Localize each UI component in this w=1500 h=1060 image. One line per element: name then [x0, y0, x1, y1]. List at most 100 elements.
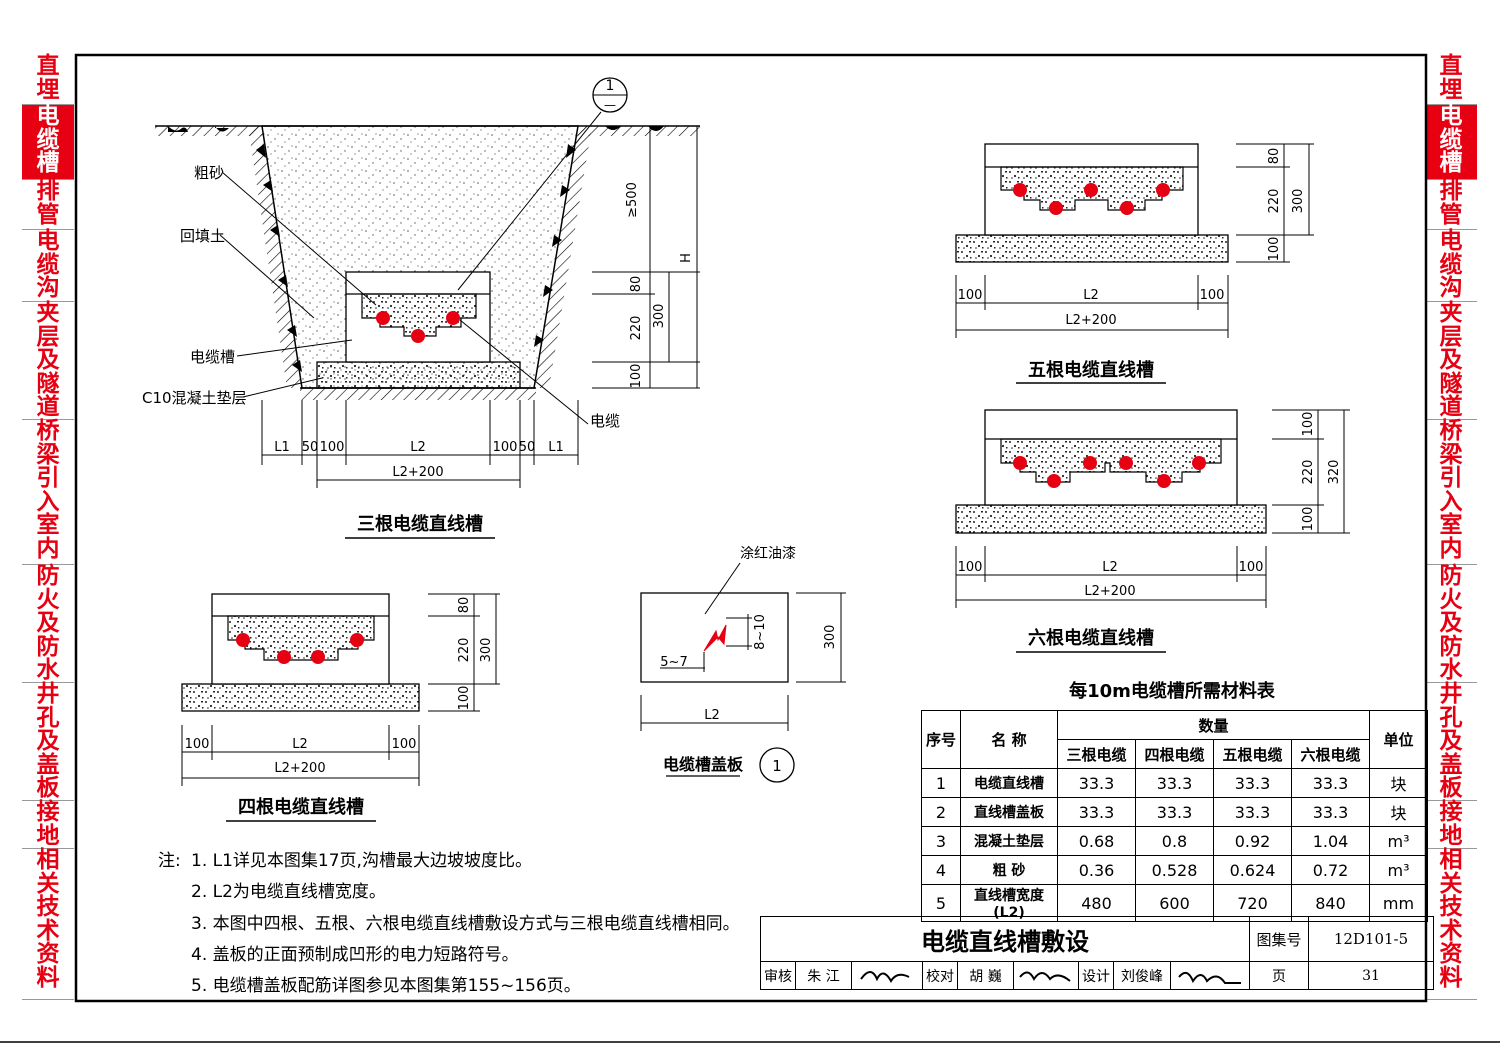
index-tab[interactable]: 排管: [22, 179, 74, 230]
dim6-100-top: 100: [1301, 412, 1316, 437]
dim-H: H: [679, 253, 694, 263]
index-tab[interactable]: 直埋: [1425, 54, 1477, 105]
label-red-paint: 涂红油漆: [740, 546, 796, 562]
dim-300: 300: [652, 304, 667, 329]
design-label: 设计: [1078, 961, 1114, 990]
dim6-100: 100: [1301, 507, 1316, 532]
title-five-cables: 五根电缆直线槽: [1028, 359, 1154, 381]
table-cell-v3: 33.3: [1057, 768, 1136, 798]
index-tab[interactable]: 井孔及盖板: [1425, 682, 1477, 801]
table-cell-name: 混凝土垫层: [960, 826, 1058, 856]
dim-50-left: 50: [302, 440, 319, 455]
cover-plate-drawing: 涂红油漆 8~10 5~7 300 L2 电缆槽盖板 1: [640, 546, 846, 783]
table-cell-unit: 块: [1369, 768, 1428, 798]
table-cell-v5: 33.3: [1213, 797, 1292, 827]
dim6-220: 220: [1301, 460, 1316, 485]
table-cell-v6: 33.3: [1291, 797, 1370, 827]
index-tab[interactable]: 接地: [22, 800, 74, 849]
title-three-cables: 三根电缆直线槽: [357, 513, 483, 535]
review-label: 审核: [760, 961, 796, 990]
dim5-left100: 100: [958, 288, 983, 303]
dim-100-right: 100: [493, 440, 518, 455]
checker-signature: [1013, 961, 1079, 990]
index-tab[interactable]: 防火及防水: [1425, 564, 1477, 683]
table-cell-name: 直线槽盖板: [960, 797, 1058, 827]
dim6-320: 320: [1327, 460, 1342, 485]
table-cell-v3: 0.36: [1057, 855, 1136, 885]
dim4-total: L2+200: [274, 761, 325, 776]
note-item: 3. 本图中四根、五根、六根电缆直线槽敷设方式与三根电缆直线槽相同。: [158, 909, 740, 940]
dim-5-7: 5~7: [660, 655, 687, 670]
label-trough: 电缆槽: [190, 348, 235, 366]
section-six-cables: 100 220 320 100 100 L2 100 L2+200 六根电缆直线…: [955, 409, 1350, 653]
check-label: 校对: [922, 961, 958, 990]
dim4-L2: L2: [292, 737, 308, 752]
index-tab[interactable]: 桥梁引入室内: [22, 419, 74, 565]
index-tab[interactable]: 接地: [1425, 800, 1477, 849]
index-tab[interactable]: 电缆沟: [22, 229, 74, 302]
index-tab[interactable]: 直埋: [22, 54, 74, 105]
dim-500: ≥500: [625, 182, 640, 218]
page-label: 页: [1249, 961, 1309, 990]
table-cell-v4: 600: [1135, 884, 1214, 922]
table-cell-seq: 2: [921, 797, 961, 827]
table-cell-v4: 0.8: [1135, 826, 1214, 856]
dim-50-right: 50: [519, 440, 536, 455]
dim6-right100: 100: [1239, 560, 1264, 575]
dim-80: 80: [629, 276, 644, 293]
table-cell-seq: 3: [921, 826, 961, 856]
table-cell-v6: 33.3: [1291, 768, 1370, 798]
index-tab[interactable]: 电缆沟: [1425, 229, 1477, 302]
table-cell-v3: 33.3: [1057, 797, 1136, 827]
th-qty: 数量: [1057, 710, 1370, 740]
label-coarse-sand: 粗砂: [194, 164, 224, 182]
index-tab[interactable]: 相关技术资料: [1425, 848, 1477, 1000]
index-tab[interactable]: 相关技术资料: [22, 848, 74, 1000]
index-tab[interactable]: 桥梁引入室内: [1425, 419, 1477, 565]
index-tab[interactable]: 电缆槽: [1425, 104, 1477, 180]
section-five-cables: 80 220 300 100 100 L2 100 L2+200 五根电缆直线槽: [955, 143, 1314, 384]
title-cover-plate: 电缆槽盖板: [663, 755, 744, 774]
trench-section-three-cables: 1 — 粗砂 回填土 电缆槽 C10混凝土垫层 电缆 ≥500 H 80 220…: [142, 77, 700, 539]
dim-total: L2+200: [392, 465, 443, 480]
dim5-220: 220: [1267, 189, 1282, 214]
index-tab[interactable]: 防火及防水: [22, 564, 74, 683]
table-cell-seq: 1: [921, 768, 961, 798]
th-four: 四根电缆: [1135, 739, 1214, 769]
table-cell-unit: m³: [1369, 826, 1428, 856]
dim6-left100: 100: [958, 560, 983, 575]
notes: 注:1. L1详见本图集17页,沟槽最大边坡坡度比。2. L2为电缆直线槽宽度。…: [158, 846, 740, 1002]
notes-prefix: 注:: [158, 851, 181, 871]
table-cell-seq: 5: [921, 884, 961, 922]
index-tab[interactable]: 夹层及隧道: [22, 301, 74, 420]
dim-L2: L2: [410, 440, 426, 455]
callout-sheet: —: [604, 98, 616, 112]
dim-cover-300: 300: [823, 625, 838, 650]
note-item: 5. 电缆槽盖板配筋详图参见本图集第155~156页。: [158, 971, 740, 1002]
table-cell-v4: 0.528: [1135, 855, 1214, 885]
note-text: 4. 盖板的正面预制成凹形的电力短路符号。: [191, 944, 519, 965]
index-tab[interactable]: 电缆槽: [22, 104, 74, 180]
left-index-tabs: 直埋电缆槽排管电缆沟夹层及隧道桥梁引入室内防火及防水井孔及盖板接地相关技术资料: [22, 54, 74, 1000]
sheet-border: [74, 53, 1428, 1003]
dim-L1-left: L1: [274, 440, 290, 455]
index-tab[interactable]: 夹层及隧道: [1425, 301, 1477, 420]
dim6-total: L2+200: [1084, 584, 1135, 599]
index-tab[interactable]: 井孔及盖板: [22, 682, 74, 801]
note-item: 2. L2为电缆直线槽宽度。: [158, 877, 740, 908]
table-cell-name: 粗 砂: [960, 855, 1058, 885]
table-cell-v5: 0.92: [1213, 826, 1292, 856]
table-cell-name: 电缆直线槽: [960, 768, 1058, 798]
th-name: 名 称: [960, 710, 1058, 769]
index-tab[interactable]: 排管: [1425, 179, 1477, 230]
designer: 刘俊峰: [1113, 961, 1171, 990]
dim5-80: 80: [1267, 148, 1282, 165]
table-cell-v5: 0.624: [1213, 855, 1292, 885]
dim-100-left: 100: [320, 440, 345, 455]
dim-L1-right: L1: [548, 440, 564, 455]
note-item: 注:1. L1详见本图集17页,沟槽最大边坡坡度比。: [158, 846, 740, 877]
table-cell-name: 直线槽宽度(L2): [960, 884, 1058, 922]
